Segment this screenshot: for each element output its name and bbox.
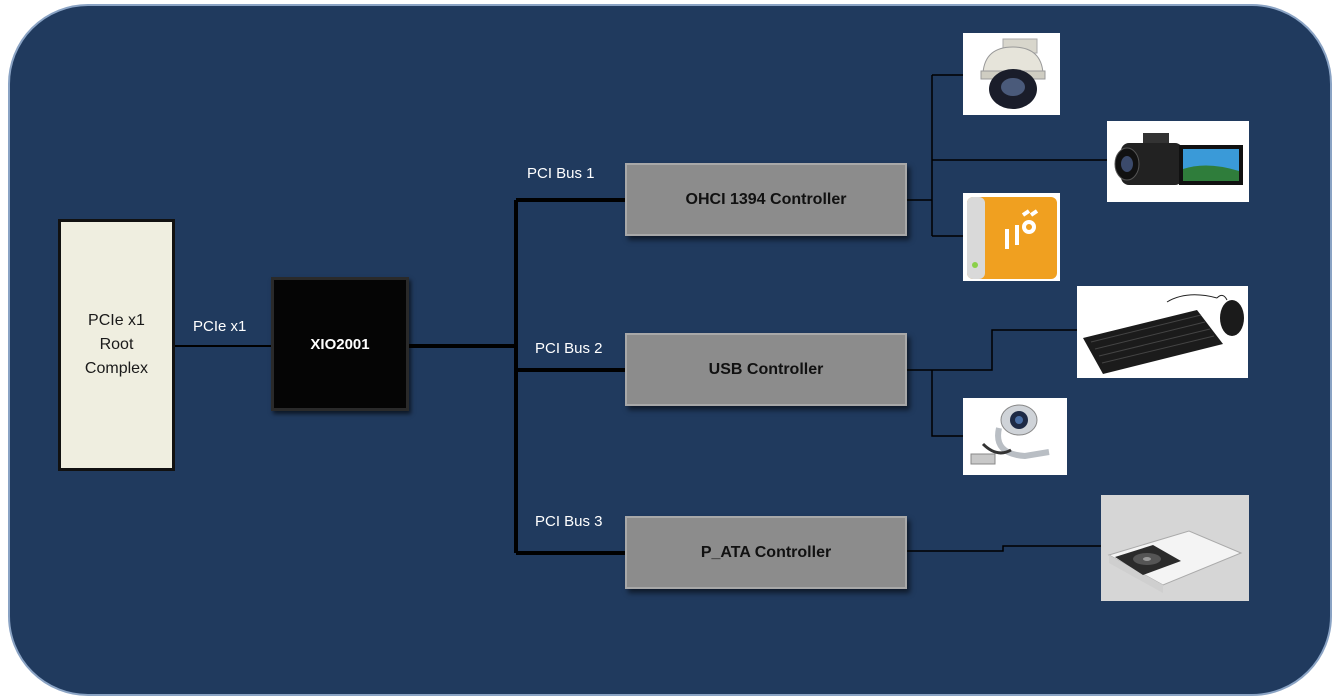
ohci-1394-controller-box: OHCI 1394 Controller bbox=[625, 163, 907, 236]
security-camera-icon bbox=[963, 33, 1060, 115]
pata-controller-box: P_ATA Controller bbox=[625, 516, 907, 589]
optical-drive-icon bbox=[1101, 495, 1249, 601]
pcie-link-label: PCIe x1 bbox=[193, 318, 247, 335]
camcorder-icon bbox=[1107, 121, 1249, 202]
keyboard-mouse-icon bbox=[1077, 286, 1248, 378]
webcam-icon bbox=[963, 398, 1067, 475]
xio2001-bridge-box: XIO2001 bbox=[271, 277, 409, 411]
usb-device-lines bbox=[907, 329, 1077, 437]
ohci-device-lines bbox=[907, 74, 1107, 237]
pci-bus-3-label: PCI Bus 3 bbox=[535, 513, 603, 530]
pci-bus-2-label: PCI Bus 2 bbox=[535, 340, 603, 357]
usb-controller-box: USB Controller bbox=[625, 333, 907, 406]
pci-bus-1-label: PCI Bus 1 bbox=[527, 165, 595, 182]
pata-device-line bbox=[907, 545, 1101, 552]
root-complex-box: PCIe x1 Root Complex bbox=[58, 219, 175, 471]
firewire-drive-icon bbox=[963, 193, 1060, 281]
